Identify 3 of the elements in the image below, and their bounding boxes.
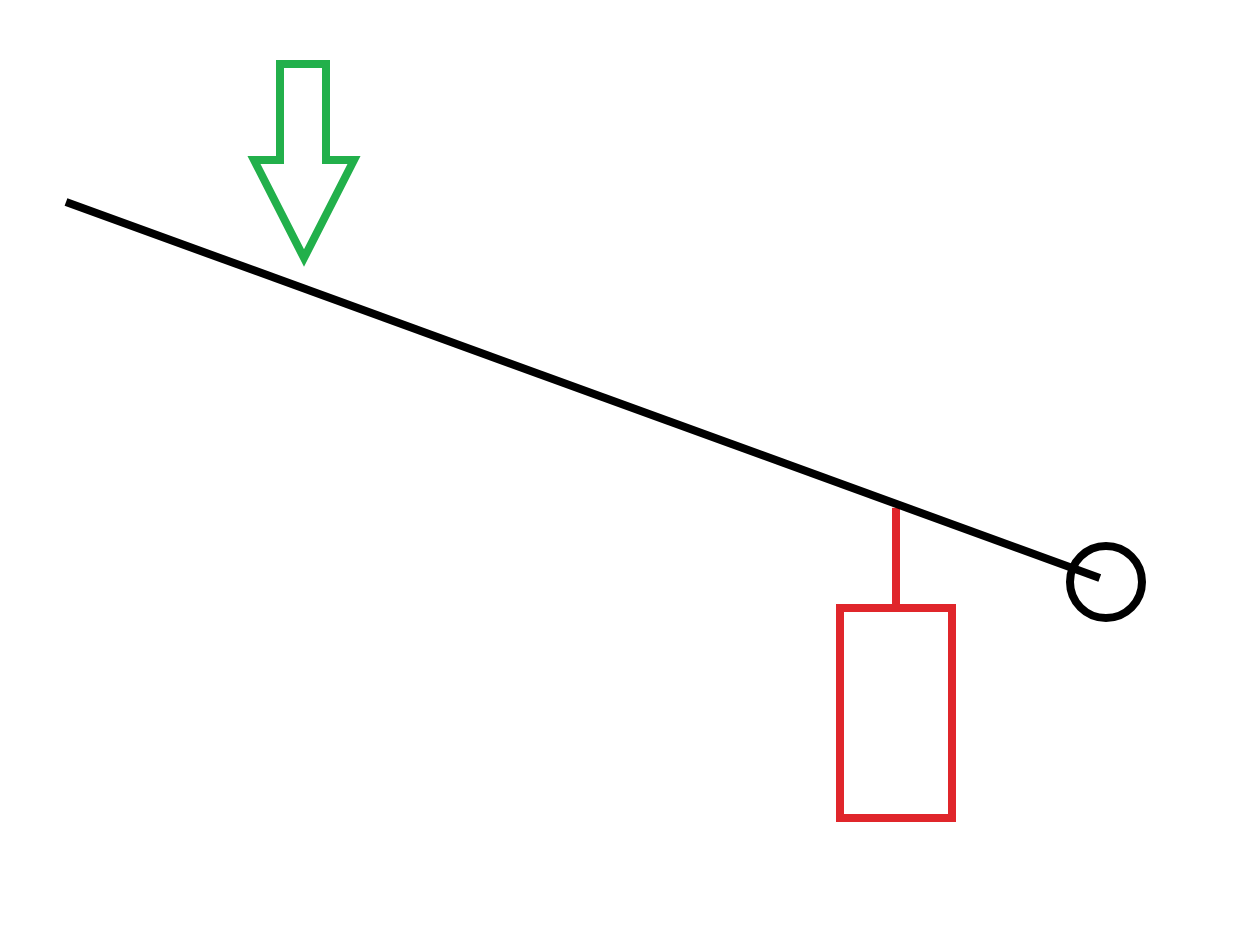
hanger-line: [892, 507, 900, 604]
weight-box: [836, 604, 956, 822]
pivot-circle: [1066, 542, 1146, 622]
